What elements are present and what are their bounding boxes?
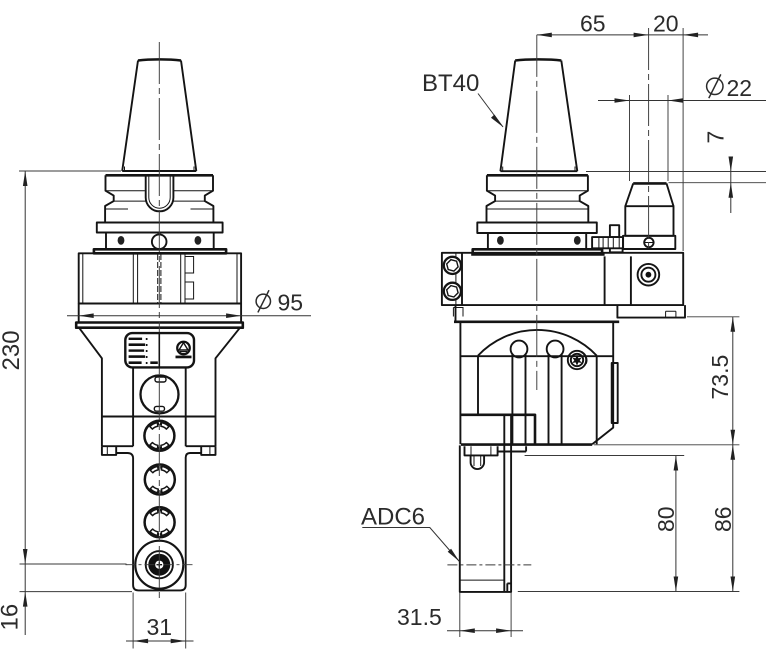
svg-text:ADC6: ADC6 — [361, 504, 425, 531]
svg-text:80: 80 — [653, 506, 679, 532]
svg-text:86: 86 — [710, 506, 736, 532]
svg-text:7: 7 — [703, 131, 729, 144]
svg-text:230: 230 — [0, 330, 25, 370]
svg-text:BT40: BT40 — [422, 70, 479, 97]
svg-text:31.5: 31.5 — [397, 604, 442, 630]
svg-text:22: 22 — [727, 75, 753, 101]
svg-text:65: 65 — [580, 11, 606, 37]
svg-text:95: 95 — [278, 290, 304, 316]
svg-text:73.5: 73.5 — [707, 355, 733, 400]
svg-text:20: 20 — [653, 11, 679, 37]
svg-text:31: 31 — [147, 614, 173, 640]
svg-text:16: 16 — [0, 604, 24, 631]
